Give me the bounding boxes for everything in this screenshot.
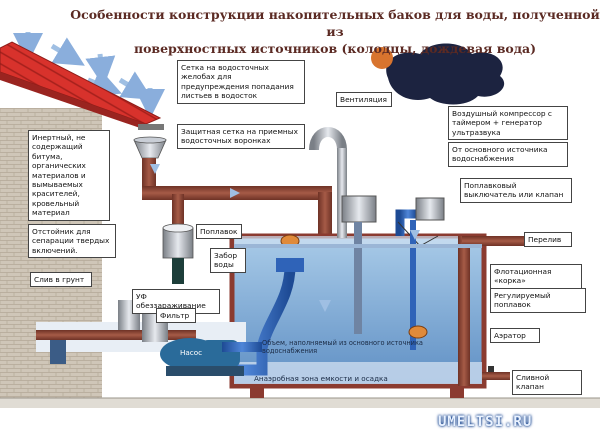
settler-cylinder: [162, 223, 194, 284]
compressor-box: [341, 195, 377, 334]
label-anaerobic-zone: Анаэробная зона емкости и осадка: [254, 374, 388, 383]
pump-assembly: [36, 300, 262, 376]
ventilation-pipe: [309, 127, 347, 238]
cloud-icon: [386, 43, 505, 105]
label-filter: Фильтр: [156, 308, 196, 324]
label-drain-valve: Сливной клапан: [512, 370, 582, 395]
label-roof-material: Инертный, не содержащий битума, органиче…: [28, 130, 110, 221]
label-pump: Насос: [180, 348, 203, 357]
gutter: [138, 124, 164, 130]
label-main-source: От основного источника водоснабжения: [448, 142, 568, 167]
label-volume-note: Объем, наполняемый из основного источник…: [262, 339, 423, 355]
label-float-switch: Поплавковый выключатель или клапан: [460, 178, 572, 203]
label-ground-drain: Слив в грунт: [30, 272, 92, 288]
label-ventilation: Вентиляция: [336, 92, 392, 108]
label-intake: Забор воды: [210, 248, 246, 273]
watermark: UMELTSI.RU: [438, 414, 533, 430]
adjustable-float-ball: [408, 325, 428, 339]
flotation-collar: [234, 244, 482, 248]
label-compressor: Воздушный компрессор с таймером + генера…: [448, 106, 568, 141]
title-line-1: Особенности конструкции накопительных ба…: [70, 7, 600, 39]
title-line-2: поверхностных источников (колодцы, дожде…: [133, 41, 537, 56]
label-adjustable-float: Регулируемый поплавок: [490, 288, 586, 313]
label-settler: Отстойник для сепарации твердых включени…: [28, 224, 116, 259]
sun-icon: [371, 47, 393, 69]
roof: [0, 41, 164, 130]
drain-valve-icon: [482, 366, 510, 380]
label-gutter-mesh: Сетка на водосточных желобах для предупр…: [177, 60, 305, 104]
intake-hose: [200, 258, 304, 376]
page-title: Особенности конструкции накопительных ба…: [70, 6, 600, 57]
overflow-pipe: [458, 236, 542, 386]
label-aerator: Аэратор: [490, 328, 540, 344]
label-overflow: Перелив: [524, 232, 572, 248]
label-float: Поплавок: [196, 224, 242, 240]
rain-arrow-icon: [13, 32, 165, 119]
label-flotation-collar: Флотационная «корка»: [490, 264, 582, 289]
label-funnel-mesh: Защитная сетка на приемных водосточных в…: [177, 124, 305, 149]
flow-arrows: [150, 164, 420, 312]
